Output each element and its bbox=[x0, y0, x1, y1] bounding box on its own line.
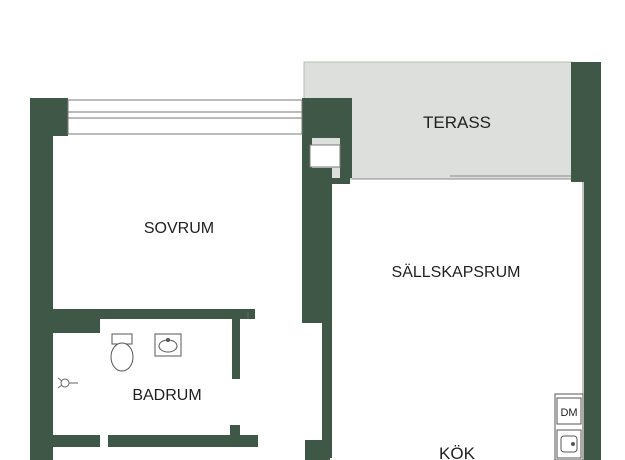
living-room-label: SÄLLSKAPSRUM bbox=[392, 263, 521, 281]
kitchen-sink-icon bbox=[556, 429, 582, 459]
toilet bbox=[110, 333, 134, 372]
living-room-outline bbox=[352, 175, 584, 460]
balcony-door-frame bbox=[309, 144, 341, 168]
kitchen-label: KÖK bbox=[439, 444, 476, 460]
sink bbox=[154, 333, 182, 357]
bathroom-label: BADRUM bbox=[132, 387, 201, 404]
dishwasher-label: DM bbox=[560, 407, 577, 419]
walls bbox=[30, 62, 601, 460]
bedroom-label: SOVRUM bbox=[144, 220, 214, 237]
terrace-label: TERASS bbox=[423, 113, 491, 132]
floor-drain-icon bbox=[57, 377, 78, 389]
bedroom-window bbox=[67, 99, 303, 135]
dishwasher bbox=[556, 397, 582, 425]
